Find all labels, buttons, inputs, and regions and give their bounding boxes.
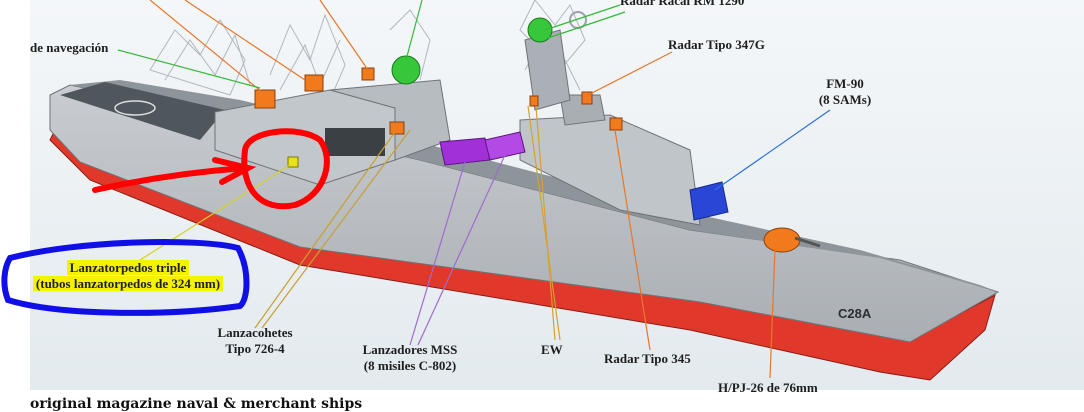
label-lanzacohetes: Lanzacohetes Tipo 726-4 (217, 325, 293, 356)
helicopter-deck (60, 82, 225, 140)
ew-sensor-icon (529, 95, 539, 107)
label-radar-345: Radar Tipo 345 (604, 351, 691, 366)
label-torpedo-launcher: Lanzatorpedos triple (tubos lanzatorpedo… (18, 260, 238, 292)
mss-launchers-icon (439, 131, 526, 166)
main-gun-icon (763, 227, 821, 253)
rocket-launcher-icon (389, 121, 405, 135)
label-fm90: FM-90 (8 SAMs) (818, 76, 872, 107)
blue-highlight-box (1, 239, 250, 316)
hull-number: C28A (838, 306, 872, 321)
wireframe-masts (149, 0, 586, 101)
label-mss-launchers: Lanzadores MSS (8 misiles C-802) (362, 342, 458, 373)
fm90-sam-launcher-icon (689, 181, 729, 221)
label-navegacion: de navegación (30, 40, 109, 55)
sensor-top-icon (361, 67, 375, 81)
helipad-marking (114, 100, 156, 116)
navigation-radar-icon (391, 55, 421, 85)
forward-superstructure (519, 114, 701, 226)
label-radar-347g: Radar Tipo 347G (668, 37, 765, 52)
label-main-gun: H/PJ-26 de 76mm (718, 380, 818, 395)
radar-347g-icon (581, 91, 593, 105)
label-racal-radar: Radar Racal RM 1290 (620, 0, 745, 8)
mid-superstructure (329, 79, 451, 161)
leader-lines (117, 0, 831, 379)
hangar-door (325, 128, 385, 156)
source-caption: original magazine naval & merchant ships (30, 396, 363, 412)
radar-345-icon (609, 117, 623, 131)
sensor-mid-icon (304, 74, 324, 92)
red-highlight-annotation (92, 128, 330, 210)
sensor-aft-icon (254, 89, 276, 109)
racal-radar-icon (527, 11, 587, 43)
label-ew: EW (541, 342, 563, 357)
torpedo-tube-icon (287, 156, 299, 168)
